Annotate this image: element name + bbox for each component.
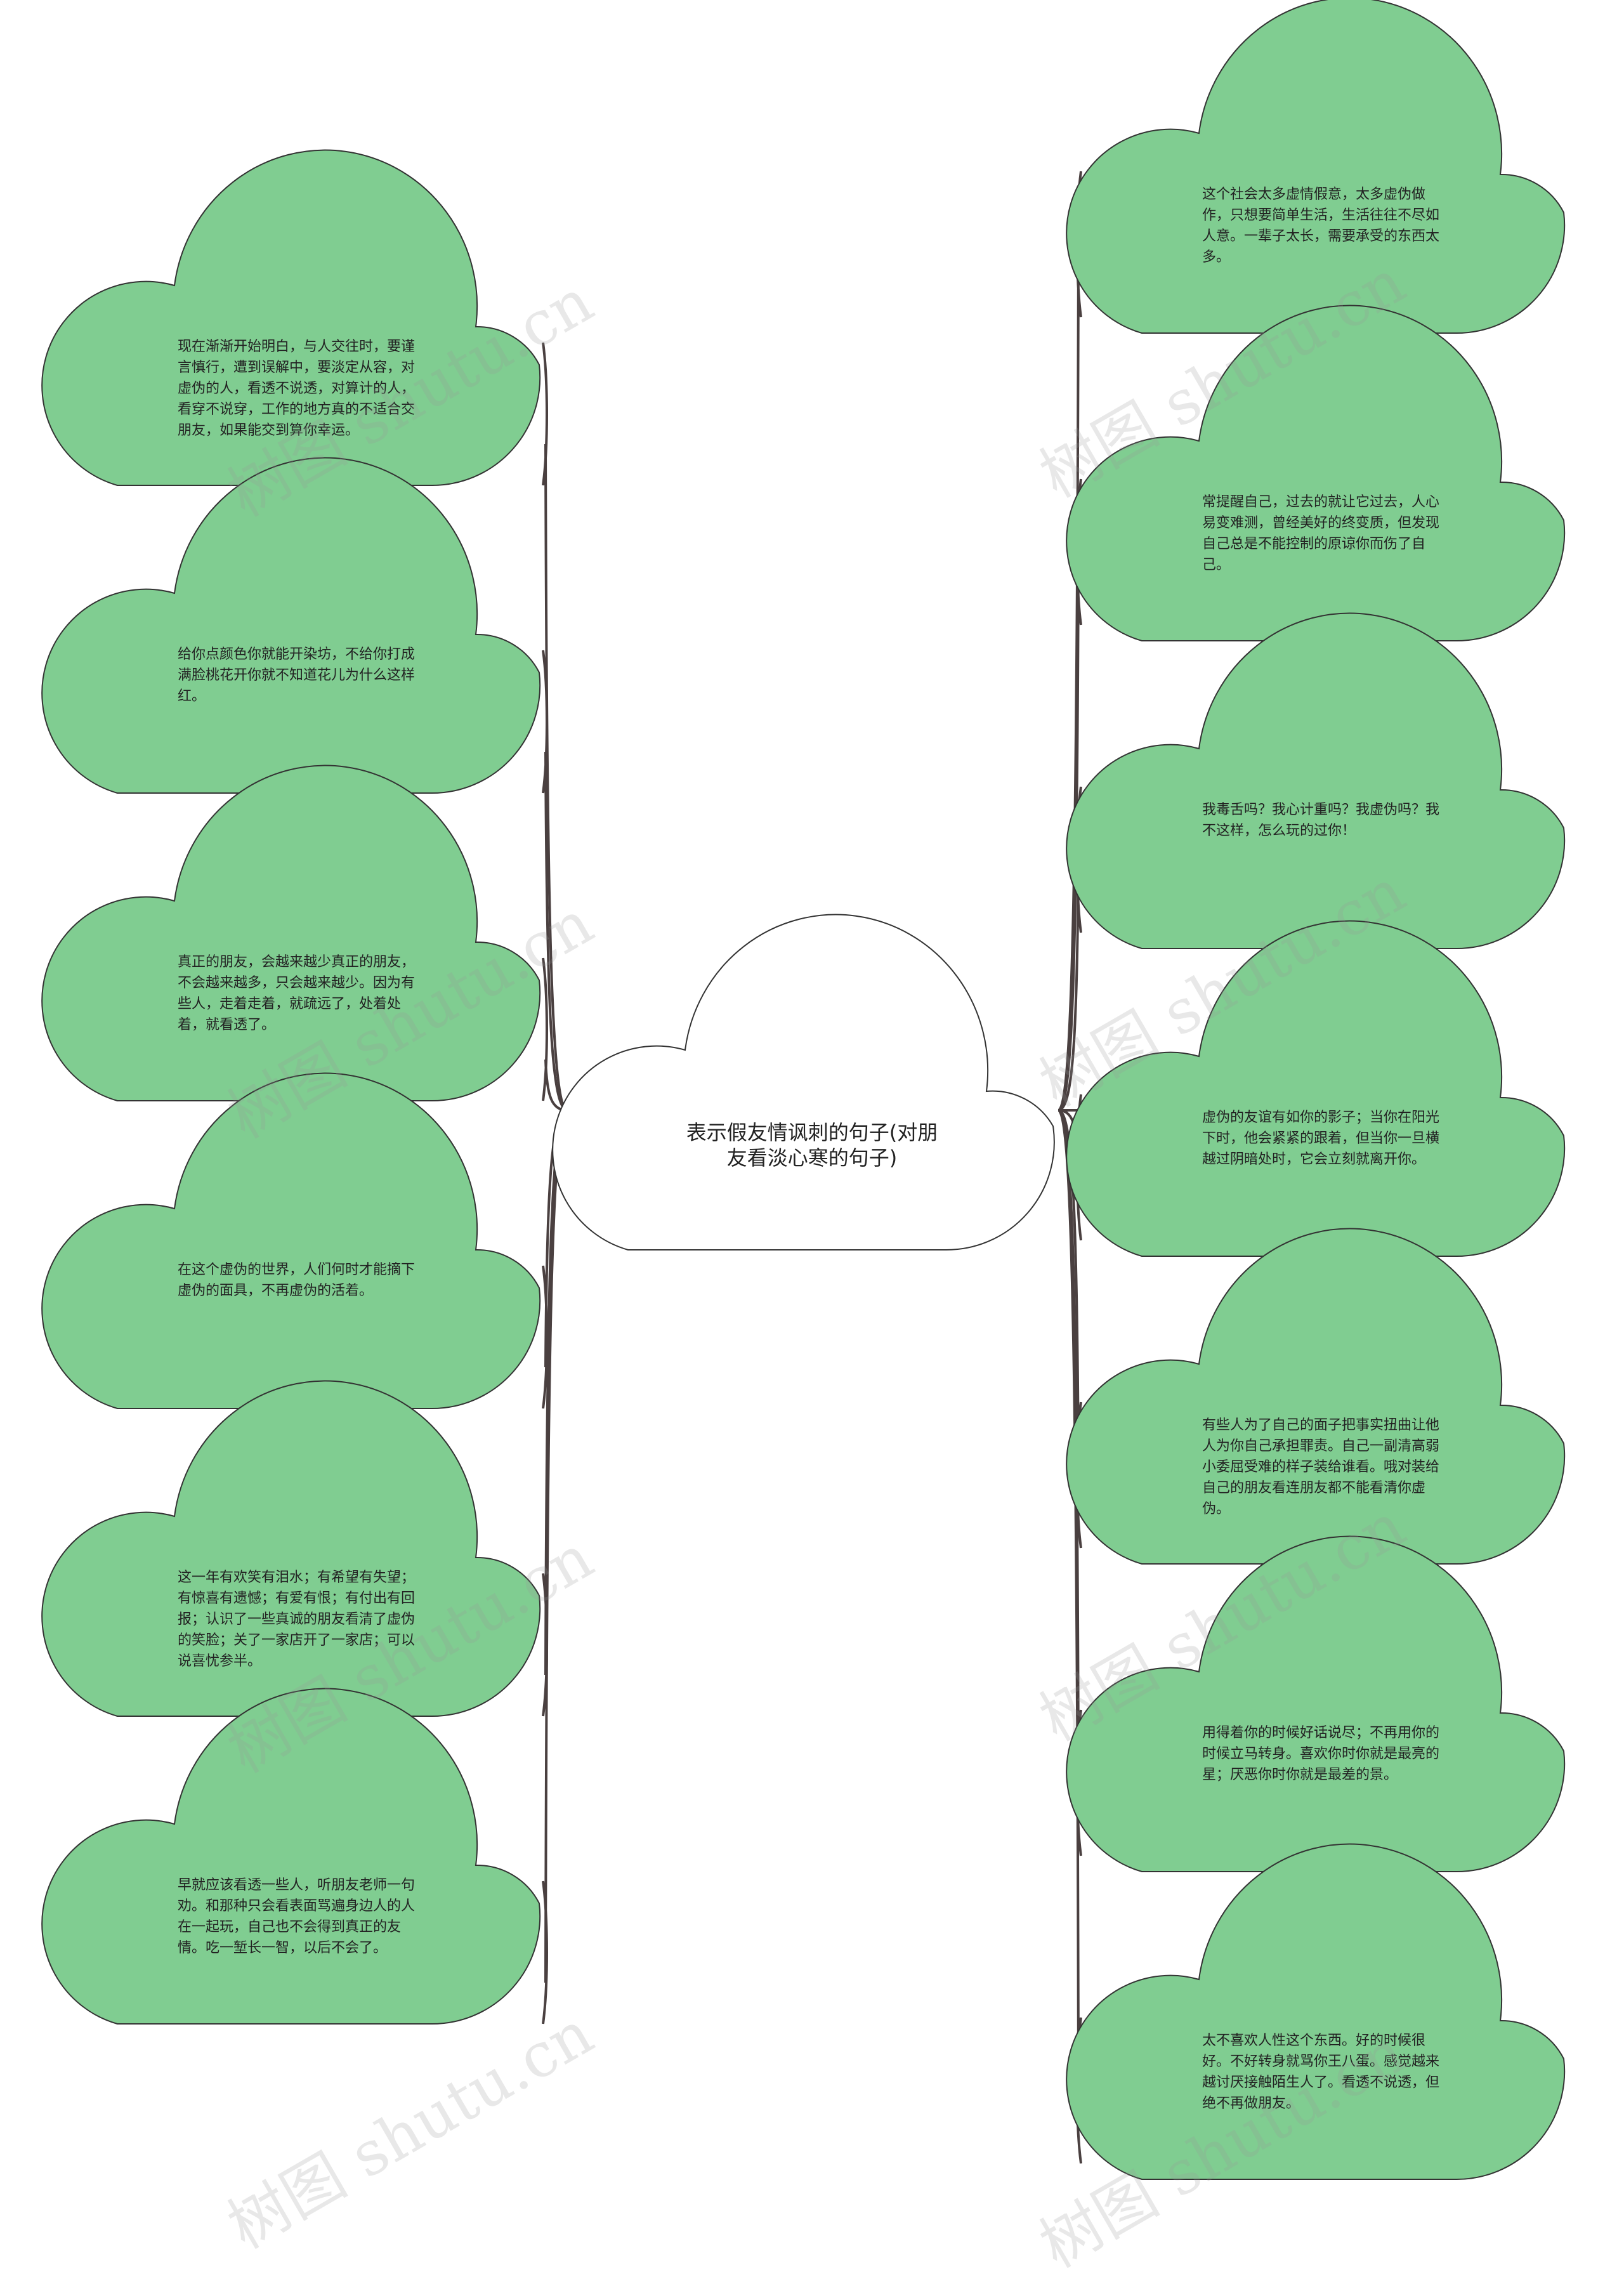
node-text: 我毒舌吗？我心计重吗？我虚伪吗？我不这样，怎么玩的过你！ <box>1202 802 1440 839</box>
cloud-shape <box>1066 1535 1566 1873</box>
cloud-shape <box>41 1072 541 1410</box>
left-node-5[interactable]: 这一年有欢笑有泪水；有希望有失望；有惊喜有遗憾；有爱有恨；有付出有回报；认识了一… <box>41 1380 546 1717</box>
right-node-7[interactable]: 太不喜欢人性这个东西。好的时候很好。不好转身就骂你王八蛋。感觉越来越讨厌接触陌生… <box>1066 1843 1570 2181</box>
left-node-4[interactable]: 在这个虚伪的世界，人们何时才能摘下虚伪的面具，不再虚伪的活着。 <box>41 1072 546 1410</box>
node-text: 在这个虚伪的世界，人们何时才能摘下虚伪的面具，不再虚伪的活着。 <box>178 1262 416 1299</box>
center-topic-node[interactable]: 表示假友情讽刺的句子(对朋友看淡心寒的句子) <box>552 914 1059 1251</box>
left-node-6[interactable]: 早就应该看透一些人，听朋友老师一句劝。和那种只会看表面骂遍身边人的人在一起玩，自… <box>41 1688 546 2025</box>
connector-right-7 <box>1058 1109 1082 2164</box>
right-node-6[interactable]: 用得着你的时候好话说尽；不再用你的时候立马转身。喜欢你时你就是最亮的星；厌恶你时… <box>1066 1535 1570 1873</box>
node-text: 有些人为了自己的面子把事实扭曲让他人为你自己承担罪责。自己一副清高弱小委屈受难的… <box>1202 1417 1440 1517</box>
center-cloud-shape <box>552 914 1055 1251</box>
node-text: 虚伪的友谊有如你的影子；当你在阳光下时，他会紧紧的跟着，但当你一旦横越过阴暗处时… <box>1202 1110 1440 1167</box>
left-node-3[interactable]: 真正的朋友，会越来越少真正的朋友，不会越来越多，只会越来越少。因为有些人，走着走… <box>41 765 546 1102</box>
left-node-2[interactable]: 给你点颜色你就能开染坊，不给你打成满脸桃花开你就不知道花儿为什么这样红。 <box>41 457 546 794</box>
right-node-1[interactable]: 这个社会太多虚情假意，太多虚伪做作，只想要简单生活，生活往往不尽如人意。一辈子太… <box>1066 0 1570 334</box>
cloud-shape <box>1066 305 1566 642</box>
connector-left-1 <box>542 342 568 1112</box>
cloud-shape <box>1066 920 1566 1257</box>
right-node-4[interactable]: 虚伪的友谊有如你的影子；当你在阳光下时，他会紧紧的跟着，但当你一旦横越过阴暗处时… <box>1066 920 1570 1257</box>
node-text: 用得着你的时候好话说尽；不再用你的时候立马转身。喜欢你时你就是最亮的星；厌恶你时… <box>1202 1725 1440 1783</box>
right-node-3[interactable]: 我毒舌吗？我心计重吗？我虚伪吗？我不这样，怎么玩的过你！ <box>1066 612 1570 950</box>
cloud-shape <box>1066 1228 1566 1565</box>
node-text: 现在渐渐开始明白，与人交往时，要谨言慎行，遭到误解中，要淡定从容，对虚伪的人，看… <box>178 339 416 438</box>
cloud-shape <box>41 457 541 794</box>
mindmap-canvas: 表示假友情讽刺的句子(对朋友看淡心寒的句子) 现在渐渐开始明白，与人交往时，要谨… <box>41 0 1570 2281</box>
left-node-1[interactable]: 现在渐渐开始明白，与人交往时，要谨言慎行，遭到误解中，要淡定从容，对虚伪的人，看… <box>41 149 546 487</box>
right-node-5[interactable]: 有些人为了自己的面子把事实扭曲让他人为你自己承担罪责。自己一副清高弱小委屈受难的… <box>1066 1228 1570 1565</box>
right-node-2[interactable]: 常提醒自己，过去的就让它过去，人心易变难测，曾经美好的终变质，但发现自己总是不能… <box>1066 305 1570 642</box>
cloud-shape <box>41 1380 541 1717</box>
node-text: 早就应该看透一些人，听朋友老师一句劝。和那种只会看表面骂遍身边人的人在一起玩，自… <box>178 1877 416 1956</box>
center-topic-title: 表示假友情讽刺的句子(对朋友看淡心寒的句子) <box>686 1120 938 1170</box>
node-text: 这个社会太多虚情假意，太多虚伪做作，只想要简单生活，生活往往不尽如人意。一辈子太… <box>1202 187 1440 265</box>
cloud-shape <box>1066 612 1566 950</box>
cloud-shape <box>41 1688 541 2025</box>
node-text: 这一年有欢笑有泪水；有希望有失望；有惊喜有遗憾；有爱有恨；有付出有回报；认识了一… <box>178 1570 416 1669</box>
cloud-shape <box>1066 1843 1566 2181</box>
node-text: 给你点颜色你就能开染坊，不给你打成满脸桃花开你就不知道花儿为什么这样红。 <box>178 646 416 704</box>
node-text: 真正的朋友，会越来越少真正的朋友，不会越来越多，只会越来越少。因为有些人，走着走… <box>178 954 416 1033</box>
connector-left-2 <box>542 650 568 1112</box>
cloud-shape <box>41 765 541 1102</box>
node-text: 太不喜欢人性这个东西。好的时候很好。不好转身就骂你王八蛋。感觉越来越讨厌接触陌生… <box>1202 2033 1440 2111</box>
node-text: 常提醒自己，过去的就让它过去，人心易变难测，曾经美好的终变质，但发现自己总是不能… <box>1202 494 1440 573</box>
cloud-shape <box>1066 0 1566 334</box>
cloud-shape <box>41 149 541 487</box>
